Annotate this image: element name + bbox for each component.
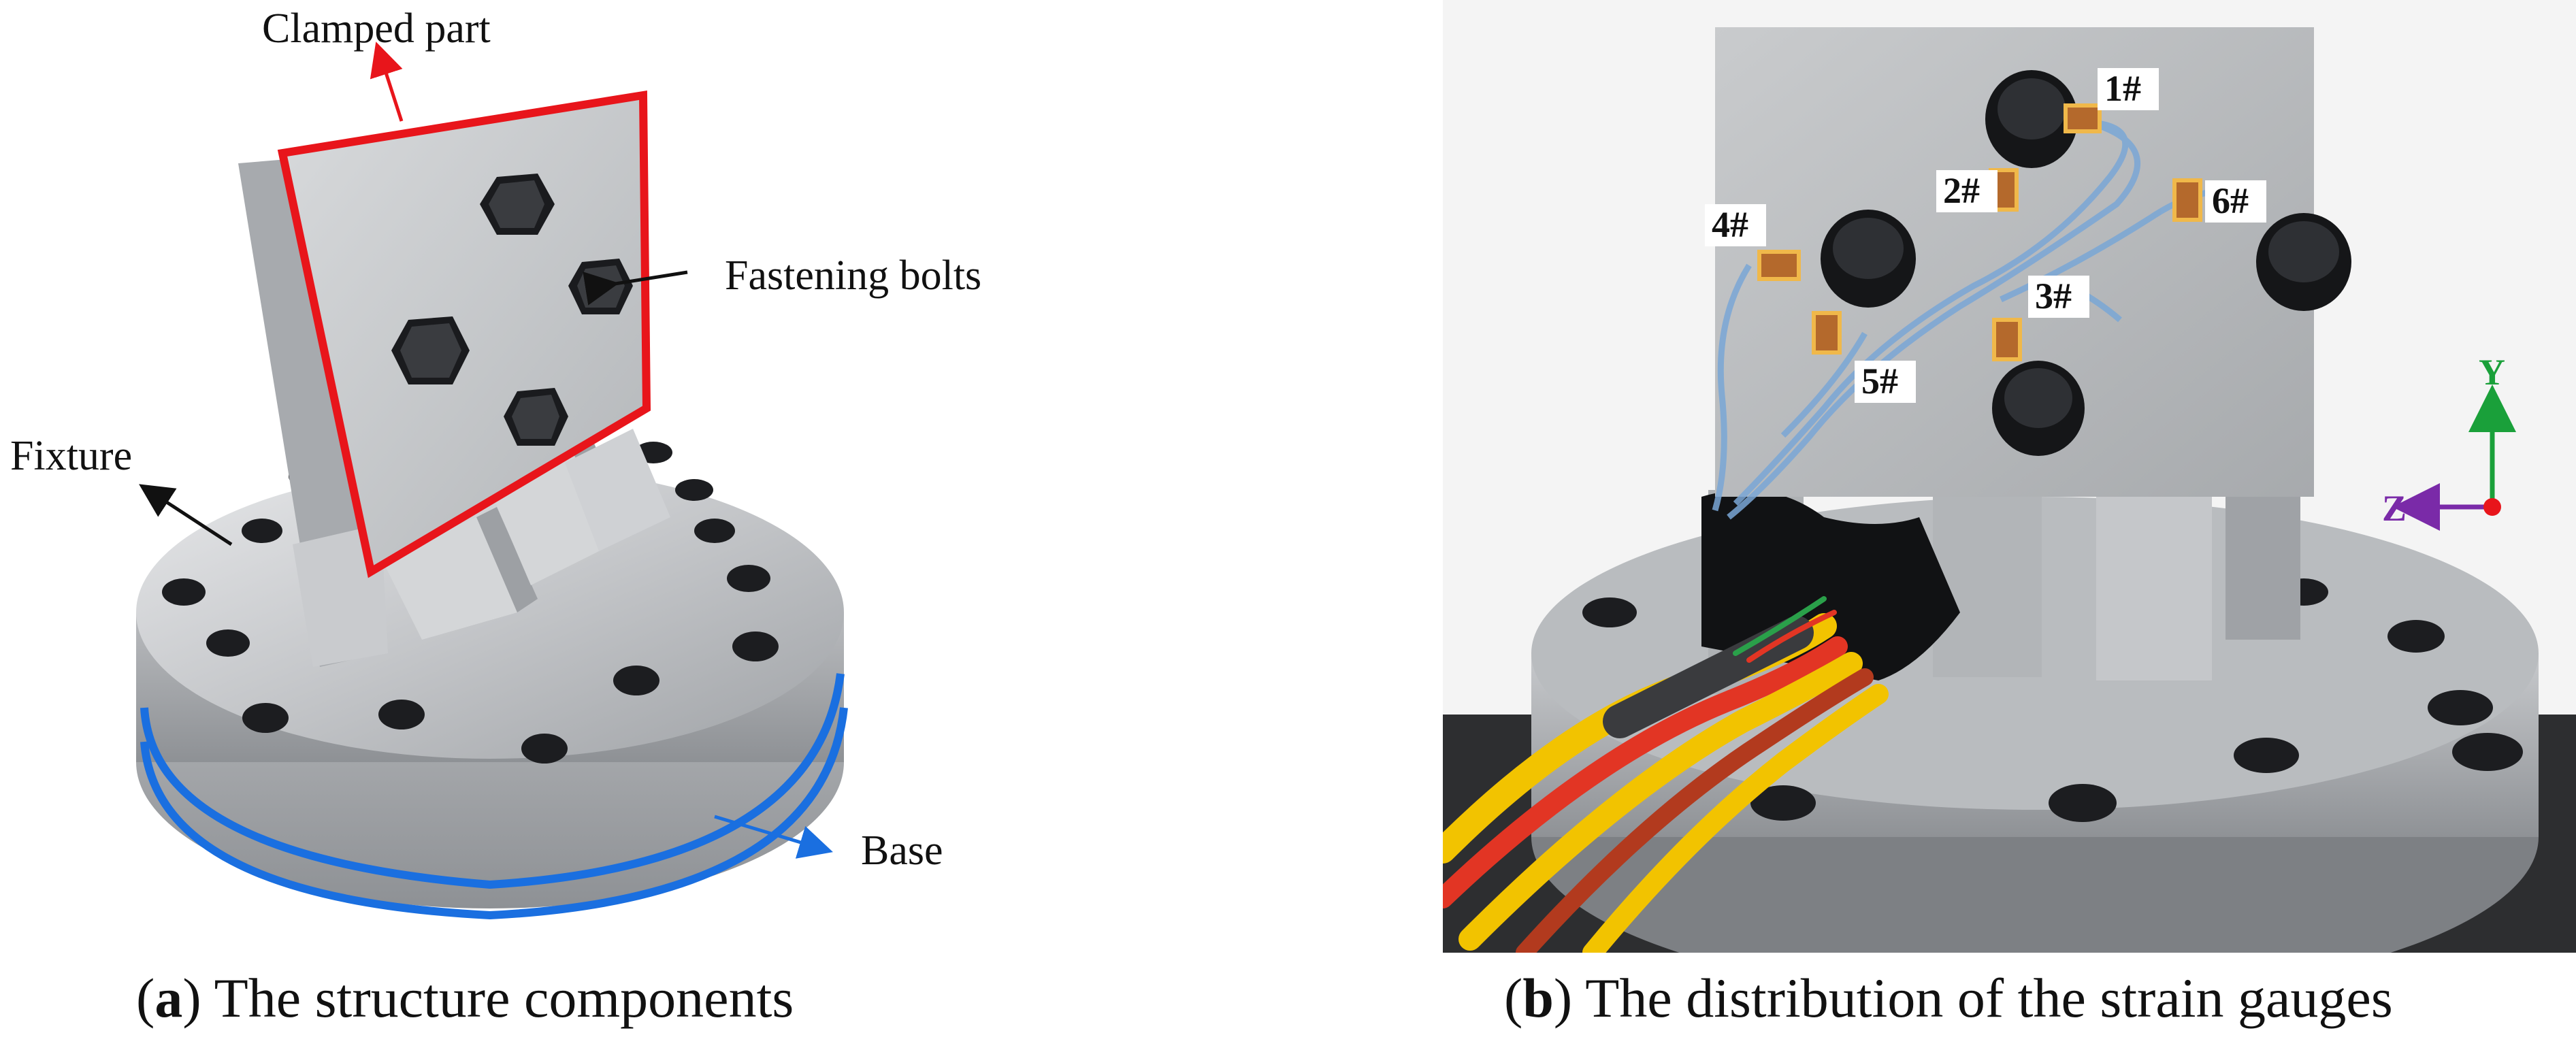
panel-b-photo: 1# 2# 3# 4# 5# 6# Y Z bbox=[1443, 0, 2576, 953]
bolt-head bbox=[1992, 361, 2085, 456]
label-base: Base bbox=[861, 827, 943, 874]
bolt-head bbox=[504, 388, 568, 446]
caption-a-text: The structure components bbox=[201, 967, 794, 1029]
bolt-head bbox=[1821, 210, 1916, 308]
label-fixture: Fixture bbox=[10, 433, 132, 479]
y-axis-label: Y bbox=[2479, 352, 2505, 393]
panel-a-illustration: Clamped part Fastening bolts Fixture Bas… bbox=[10, 5, 981, 920]
label-clamped-part: Clamped part bbox=[262, 5, 491, 52]
wire-bundle bbox=[1443, 596, 1889, 953]
bolt-head bbox=[480, 174, 555, 235]
gauge-label-5: 5# bbox=[1861, 361, 1898, 401]
fixture bbox=[238, 157, 670, 667]
panel-a-structure-components: Clamped part Fastening bolts Fixture Bas… bbox=[0, 0, 1279, 1050]
strain-gauges bbox=[1757, 103, 2202, 361]
gauge-3-box bbox=[1992, 318, 2022, 361]
base-outline bbox=[140, 673, 848, 920]
base-arrow bbox=[714, 815, 833, 859]
gauge-labels: 1# 2# 3# 4# 5# 6# bbox=[1705, 68, 2266, 403]
bolt-head bbox=[391, 316, 470, 384]
label-fastening-bolts: Fastening bolts bbox=[725, 252, 981, 299]
gauge-5-box bbox=[1812, 311, 1842, 355]
gauge-label-3: 3# bbox=[2035, 276, 2072, 316]
gauge-4-box bbox=[1757, 250, 1801, 281]
caption-a: (a) The structure components bbox=[136, 967, 794, 1029]
clamped-part-arrow bbox=[370, 42, 404, 122]
gauge-label-1: 1# bbox=[2104, 68, 2141, 109]
coordinate-axes: Y Z bbox=[2382, 352, 2516, 531]
caption-a-letter: a bbox=[154, 967, 183, 1029]
gauge-6-box bbox=[2172, 178, 2202, 222]
caption-b-text: The distribution of the strain gauges bbox=[1572, 967, 2393, 1029]
gauge-label-6: 6# bbox=[2212, 180, 2249, 221]
axis-origin bbox=[2483, 498, 2501, 516]
plate-bolts bbox=[1821, 70, 2351, 456]
base-bolt-holes bbox=[1582, 568, 2523, 822]
caption-b: (b) The distribution of the strain gauge… bbox=[1504, 967, 2393, 1029]
clamped-part-outline bbox=[277, 90, 651, 578]
gauge-1-box bbox=[2064, 103, 2102, 133]
bolt-head bbox=[2256, 213, 2351, 311]
gauge-label-2: 2# bbox=[1943, 170, 1980, 211]
bolt-head bbox=[1985, 70, 2078, 168]
base-bolt-holes bbox=[162, 442, 779, 764]
clamped-plate bbox=[282, 95, 647, 572]
caption-b-letter: b bbox=[1522, 967, 1554, 1029]
fastening-bolts-arrow bbox=[583, 270, 688, 306]
panel-b-strain-gauges: 1# 2# 3# 4# 5# 6# Y Z (b) The distributi… bbox=[1443, 0, 2576, 1050]
z-axis-label: Z bbox=[2382, 488, 2407, 529]
gauge-label-4: 4# bbox=[1712, 204, 1748, 245]
fixture-arrow bbox=[139, 484, 233, 546]
